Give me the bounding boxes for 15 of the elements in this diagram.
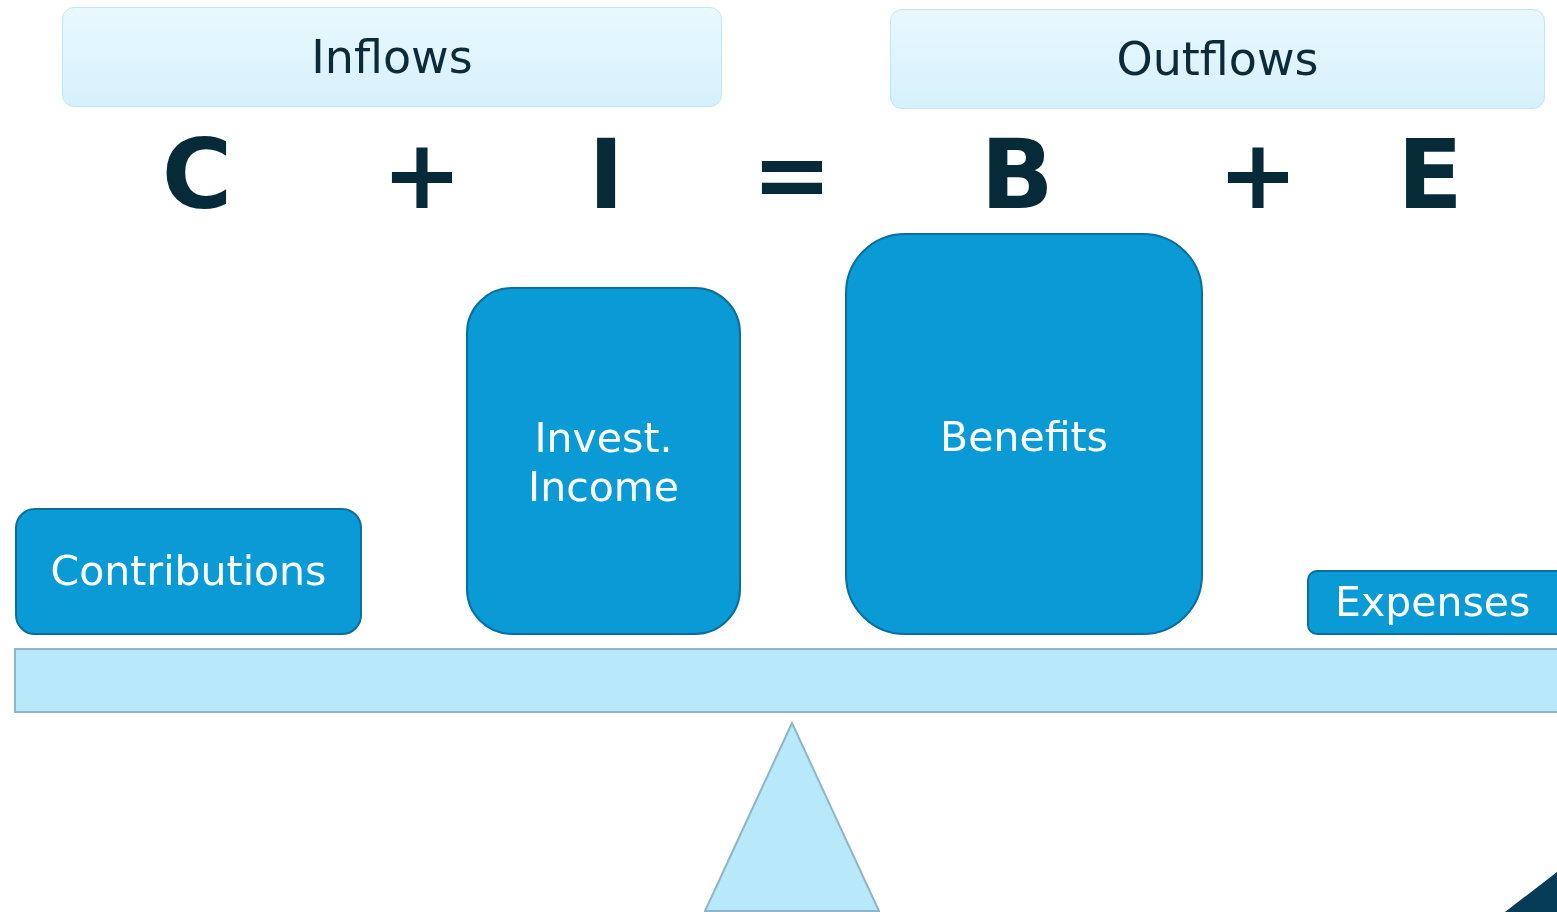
equation-symbol: +	[1217, 127, 1299, 223]
header-band: Outflows	[890, 9, 1545, 109]
header-band: Inflows	[62, 7, 722, 107]
equation-symbol: I	[588, 127, 624, 223]
balance-block: Contributions	[15, 508, 362, 635]
balance-beam	[14, 648, 1557, 713]
equation-symbol: =	[751, 127, 833, 223]
balance-block: Benefits	[845, 233, 1203, 635]
equation-symbol: C	[161, 127, 233, 223]
equation-symbol: +	[381, 127, 463, 223]
equation-symbol: E	[1397, 127, 1463, 223]
balance-block: Expenses	[1307, 570, 1557, 635]
balance-block: Invest. Income	[466, 287, 741, 635]
equation-symbol: B	[980, 127, 1054, 223]
fulcrum-triangle	[704, 721, 880, 912]
